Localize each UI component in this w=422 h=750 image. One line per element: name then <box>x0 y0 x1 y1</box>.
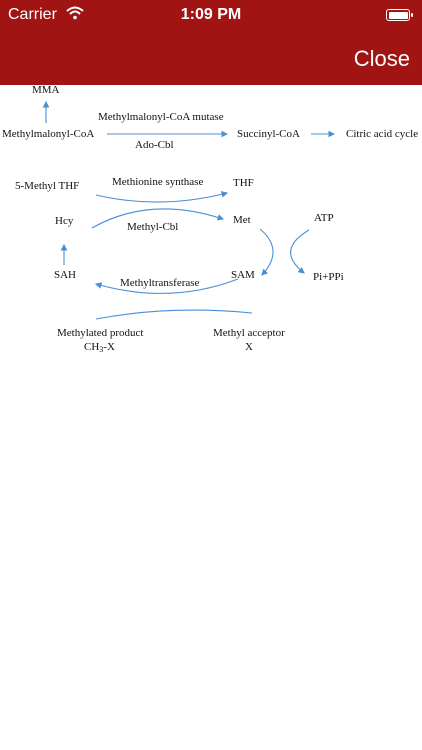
label-x: X <box>245 341 253 353</box>
label-methylated-product: Methylated product <box>57 327 144 339</box>
arc-methionine-synthase <box>95 191 229 203</box>
label-mutase: Methylmalonyl-CoA mutase <box>98 111 224 123</box>
label-ch3x: CH3-X <box>84 341 115 354</box>
navigation-bar: Carrier 1:09 PM Close <box>0 0 422 85</box>
status-bar: Carrier 1:09 PM <box>0 0 422 30</box>
wifi-icon <box>66 6 84 25</box>
label-sah: SAH <box>54 269 77 281</box>
label-succinyl-coa: Succinyl-CoA <box>237 128 300 140</box>
label-met: Met <box>233 214 251 226</box>
arc-atp-to-ppi <box>290 229 310 274</box>
label-atp: ATP <box>314 212 334 224</box>
label-methyltransferase: Methyltransferase <box>120 277 200 289</box>
label-sam: SAM <box>231 269 255 281</box>
label-methyl-acceptor: Methyl acceptor <box>213 327 285 339</box>
label-ado-cbl: Ado-Cbl <box>135 139 174 151</box>
label-pi-ppi: Pi+PPi <box>313 271 344 283</box>
label-methionine-synthase: Methionine synthase <box>112 176 204 188</box>
label-mma: MMA <box>32 84 60 96</box>
label-methyl-cbl: Methyl-Cbl <box>127 221 179 233</box>
battery-icon <box>386 9 413 21</box>
label-thf: THF <box>233 177 254 189</box>
metabolic-pathway-diagram: MMA Methylmalonyl-CoA Methylmalonyl-CoA … <box>0 84 422 385</box>
arc-methyl-cbl <box>91 208 225 229</box>
close-button[interactable]: Close <box>353 46 410 71</box>
label-hcy: Hcy <box>55 215 74 227</box>
status-time: 1:09 PM <box>180 6 242 23</box>
label-citric-acid-cycle: Citric acid cycle <box>346 128 419 140</box>
pathway-arrows <box>42 100 336 320</box>
arc-met-to-sam <box>259 228 274 276</box>
label-5-methyl-thf: 5-Methyl THF <box>15 180 80 192</box>
arc-methyl-acceptor <box>95 309 253 320</box>
arc-methyltransferase <box>94 278 239 294</box>
label-methylmalonyl-coa: Methylmalonyl-CoA <box>2 128 95 140</box>
carrier-label: Carrier <box>8 6 57 23</box>
